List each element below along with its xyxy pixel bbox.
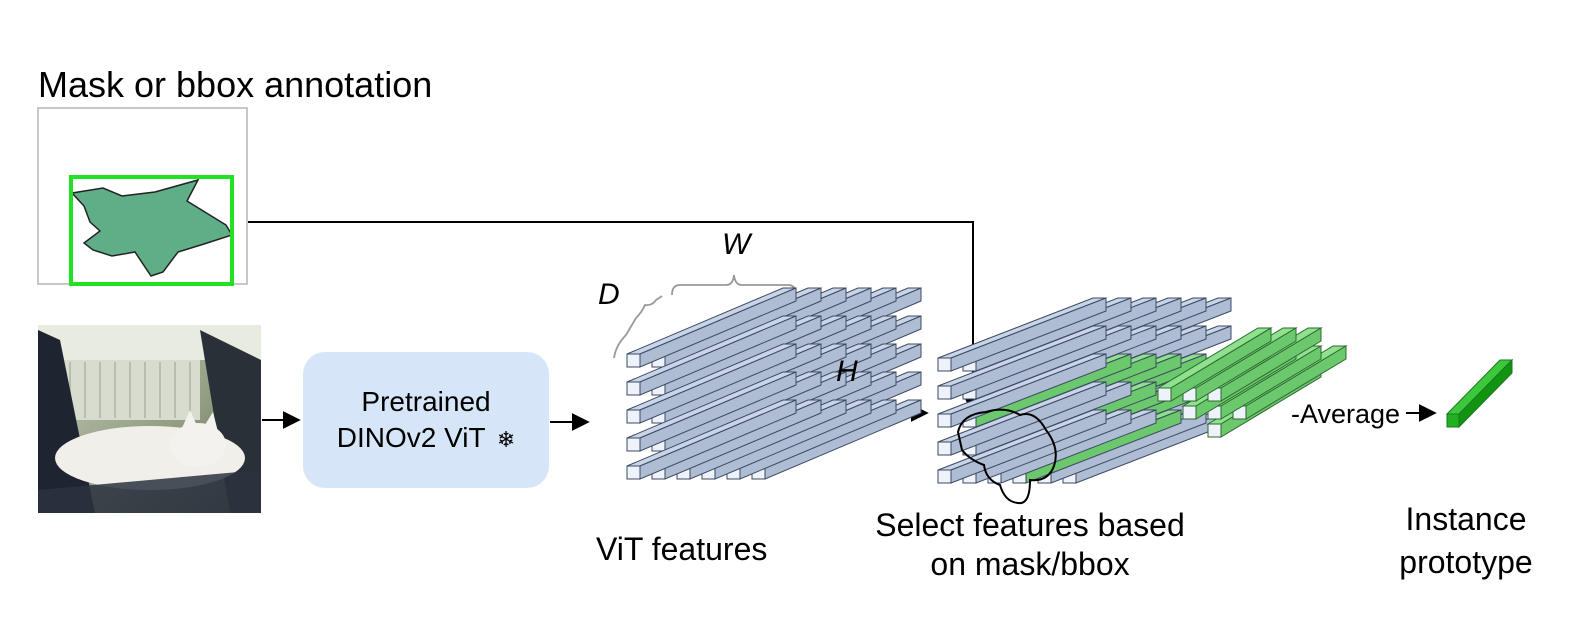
sel-bar-r4-c0 bbox=[937, 409, 1107, 484]
brace-d bbox=[613, 295, 663, 359]
instance-prototype-bar bbox=[1445, 358, 1514, 429]
annotation-title: Mask or bbox annotation bbox=[38, 64, 433, 105]
dimension-w-label: W bbox=[722, 228, 751, 261]
prototype-line1: Instance bbox=[1405, 501, 1527, 537]
sel-bar-r2-c0 bbox=[937, 353, 1107, 428]
segmentation-mask bbox=[70, 178, 234, 277]
input-photo bbox=[38, 325, 261, 513]
subset-bar-0 bbox=[1156, 327, 1273, 402]
select-features-line1: Select features based bbox=[875, 507, 1185, 543]
dimension-d-label: D bbox=[598, 278, 620, 311]
snowflake-icon: ❄ bbox=[496, 427, 516, 452]
annotation-image bbox=[37, 107, 248, 286]
vit-feature-cube bbox=[626, 287, 922, 480]
mask-outline bbox=[956, 408, 1057, 505]
vit-bar-r2-c0 bbox=[626, 343, 797, 424]
sel-bar-r1-c0 bbox=[937, 325, 1107, 400]
model-label-line2: DINOv2 ViT bbox=[336, 422, 486, 453]
vit-bar-r3-c0 bbox=[626, 371, 797, 452]
vit-bar-r4-c0 bbox=[626, 399, 797, 480]
sel-bar-r3-c0 bbox=[937, 381, 1107, 456]
average-label: -Average bbox=[1291, 399, 1401, 429]
prototype-line2: prototype bbox=[1399, 544, 1533, 581]
brace-w bbox=[671, 274, 797, 296]
select-features-line2: on mask/bbox bbox=[930, 546, 1130, 583]
dimension-h-label: H bbox=[836, 355, 858, 388]
sel-bar-r0-c0 bbox=[937, 297, 1107, 372]
selected-feature-cube bbox=[937, 297, 1232, 484]
instance-prototype-label: Instance prototype bbox=[1380, 498, 1552, 584]
bounding-box bbox=[69, 175, 234, 286]
pretrained-model-block: Pretrained DINOv2 ViT ❄ bbox=[303, 352, 549, 488]
model-label-line2-row: DINOv2 ViT ❄ bbox=[337, 420, 516, 456]
selected-subset-bars bbox=[1156, 327, 1348, 438]
vit-bar-r1-c0 bbox=[626, 315, 797, 396]
model-label-line1: Pretrained bbox=[361, 385, 491, 417]
select-features-label: Select features based on mask/bbox bbox=[848, 506, 1212, 584]
vit-bar-r0-c0 bbox=[626, 287, 797, 368]
vit-features-label: ViT features bbox=[596, 531, 768, 567]
